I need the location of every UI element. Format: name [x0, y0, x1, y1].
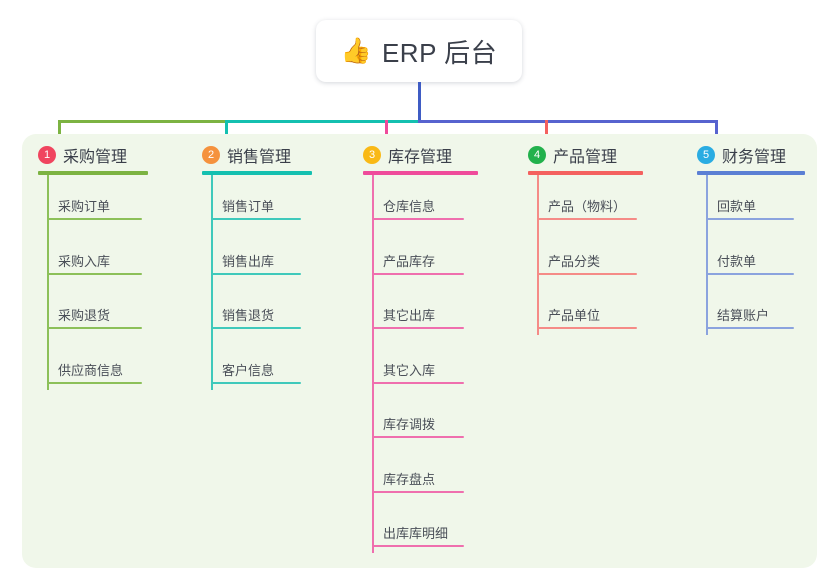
- branch-item-label[interactable]: 出库库明细: [383, 526, 449, 541]
- branch-title: 采购管理: [63, 149, 128, 166]
- branch-title: 销售管理: [227, 149, 292, 166]
- branch-header-库存管理[interactable]: 3 库存管理: [363, 143, 452, 167]
- branch-item-label[interactable]: 产品库存: [383, 253, 436, 269]
- branch-item-rule: [211, 218, 301, 220]
- branch-item-label[interactable]: 采购订单: [58, 199, 111, 214]
- branch-item-rule: [372, 545, 464, 547]
- branch-title: 财务管理: [722, 149, 787, 166]
- branch-spine-line: [537, 175, 539, 335]
- branch-item-rule: [537, 327, 637, 329]
- branch-item-rule: [706, 327, 794, 329]
- branch-item-label[interactable]: 结算账户: [717, 308, 770, 323]
- branch-item-rule: [537, 272, 637, 275]
- branch-item-label[interactable]: 采购入库: [58, 253, 111, 269]
- branch-item-label[interactable]: 产品单位: [548, 308, 601, 323]
- branch-header-财务管理[interactable]: 5 财务管理: [697, 143, 786, 167]
- branch-number-badge: 2: [202, 146, 220, 164]
- branch-item-label[interactable]: 产品分类: [548, 253, 601, 269]
- branch-header-rule: [528, 171, 643, 175]
- branch-item-rule: [372, 327, 464, 329]
- root-node-erp-backend[interactable]: 👍 ERP 后台: [316, 20, 522, 82]
- branch-item-rule: [372, 218, 464, 220]
- branch-item-rule: [706, 218, 794, 220]
- branch-item-rule: [706, 272, 794, 275]
- branch-spine-line: [47, 175, 49, 390]
- branch-item-rule: [372, 272, 464, 275]
- branch-header-rule: [38, 171, 148, 175]
- branch-number-badge: 4: [528, 146, 546, 164]
- branch-item-label[interactable]: 仓库信息: [383, 199, 436, 214]
- branch-item-label[interactable]: 客户信息: [222, 362, 275, 378]
- branch-item-label[interactable]: 回款单: [717, 199, 757, 214]
- branch-item-rule: [47, 381, 142, 384]
- bus-segment-3: [418, 120, 718, 123]
- branch-header-rule: [363, 171, 478, 175]
- branch-item-label[interactable]: 销售退货: [222, 308, 275, 323]
- branch-number-badge: 1: [38, 146, 56, 164]
- branch-item-rule: [47, 218, 142, 220]
- bus-segment-2: [225, 120, 421, 123]
- branch-item-label[interactable]: 产品（物料）: [548, 199, 627, 214]
- branch-header-销售管理[interactable]: 2 销售管理: [202, 143, 291, 167]
- branch-item-rule: [211, 327, 301, 329]
- branch-spine-line: [372, 175, 374, 553]
- thumbs-up-icon: 👍: [340, 36, 372, 65]
- branches-panel: [22, 134, 817, 568]
- branch-header-rule: [697, 171, 805, 175]
- branch-item-label[interactable]: 销售订单: [222, 199, 275, 214]
- branch-item-rule: [47, 327, 142, 329]
- root-stem-line: [418, 82, 421, 123]
- branch-title: 库存管理: [388, 149, 453, 166]
- branch-item-label[interactable]: 库存盘点: [383, 471, 436, 487]
- branch-item-rule: [372, 381, 464, 384]
- branch-item-label[interactable]: 其它入库: [383, 362, 436, 378]
- branch-item-label[interactable]: 付款单: [717, 253, 757, 269]
- branch-item-rule: [537, 218, 637, 220]
- branch-header-产品管理[interactable]: 4 产品管理: [528, 143, 617, 167]
- branch-item-label[interactable]: 其它出库: [383, 308, 436, 323]
- bus-segment-1: [58, 120, 225, 123]
- branch-title: 产品管理: [553, 149, 618, 166]
- root-node-title: ERP 后台: [381, 37, 498, 68]
- branch-header-rule: [202, 171, 312, 175]
- branch-spine-line: [706, 175, 708, 335]
- branch-number-badge: 3: [363, 146, 381, 164]
- branch-item-rule: [372, 490, 464, 493]
- branch-item-label[interactable]: 库存调拨: [383, 417, 436, 432]
- branch-item-rule: [211, 381, 301, 384]
- branch-item-rule: [372, 436, 464, 438]
- branch-item-label[interactable]: 采购退货: [58, 308, 111, 323]
- branch-number-badge: 5: [697, 146, 715, 164]
- branch-item-rule: [211, 272, 301, 275]
- branch-spine-line: [211, 175, 213, 390]
- branch-header-采购管理[interactable]: 1 采购管理: [38, 143, 127, 167]
- branch-item-label[interactable]: 销售出库: [222, 253, 275, 269]
- branch-item-label[interactable]: 供应商信息: [58, 362, 124, 378]
- branch-item-rule: [47, 272, 142, 275]
